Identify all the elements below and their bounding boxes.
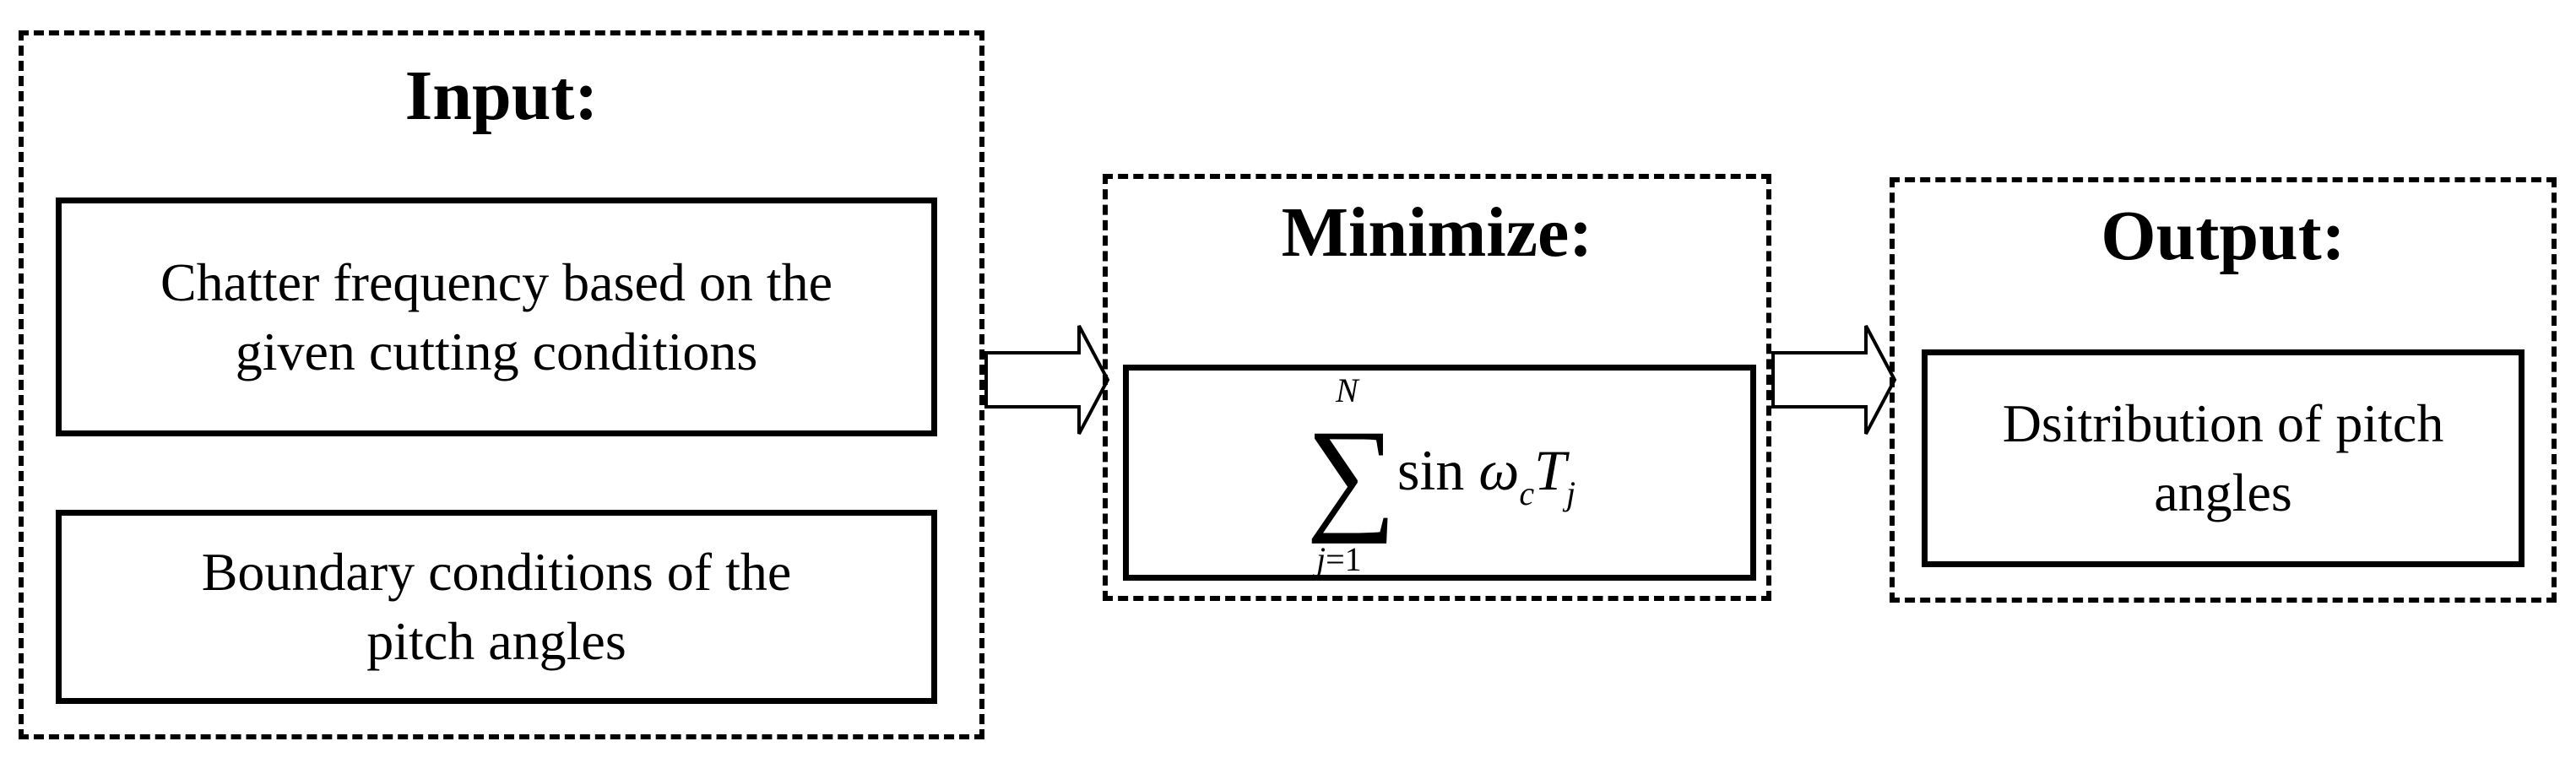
sum-upper-limit: N — [1336, 371, 1359, 409]
output-group: Output: — [1890, 177, 2557, 603]
arrow-minimize-to-output-icon — [1771, 325, 1897, 435]
pitch-distribution-line1: Dsitribution of pitch — [2002, 393, 2444, 454]
boundary-conditions-line2: pitch angles — [366, 611, 626, 671]
minimize-title: Minimize: — [1281, 193, 1593, 272]
boundary-conditions-box: Boundary conditions of the pitch angles — [56, 510, 937, 704]
chatter-frequency-line1: Chatter frequency based on the — [160, 252, 833, 312]
sum-lower-limit: j=1 — [1316, 540, 1362, 578]
summation-symbol: ∑ — [1306, 404, 1396, 544]
input-group: Input: — [19, 30, 984, 739]
minimize-group: Minimize: — [1103, 174, 1771, 601]
chatter-frequency-box: Chatter frequency based on the given cut… — [56, 198, 937, 436]
sum-body: sin ωcTj — [1397, 438, 1576, 512]
objective-formula: N ∑ j=1 sin ωcTj — [1129, 371, 1750, 578]
objective-function-box: N ∑ j=1 sin ωcTj — [1123, 365, 1756, 581]
output-title: Output: — [2101, 197, 2346, 275]
pitch-distribution-line2: angles — [2154, 463, 2292, 522]
input-title: Input: — [404, 57, 599, 135]
pitch-distribution-box: Dsitribution of pitch angles — [1922, 349, 2524, 567]
chatter-frequency-line2: given cutting conditions — [235, 321, 758, 382]
arrow-input-to-minimize-icon — [984, 325, 1110, 435]
boundary-conditions-line1: Boundary conditions of the — [201, 542, 792, 603]
